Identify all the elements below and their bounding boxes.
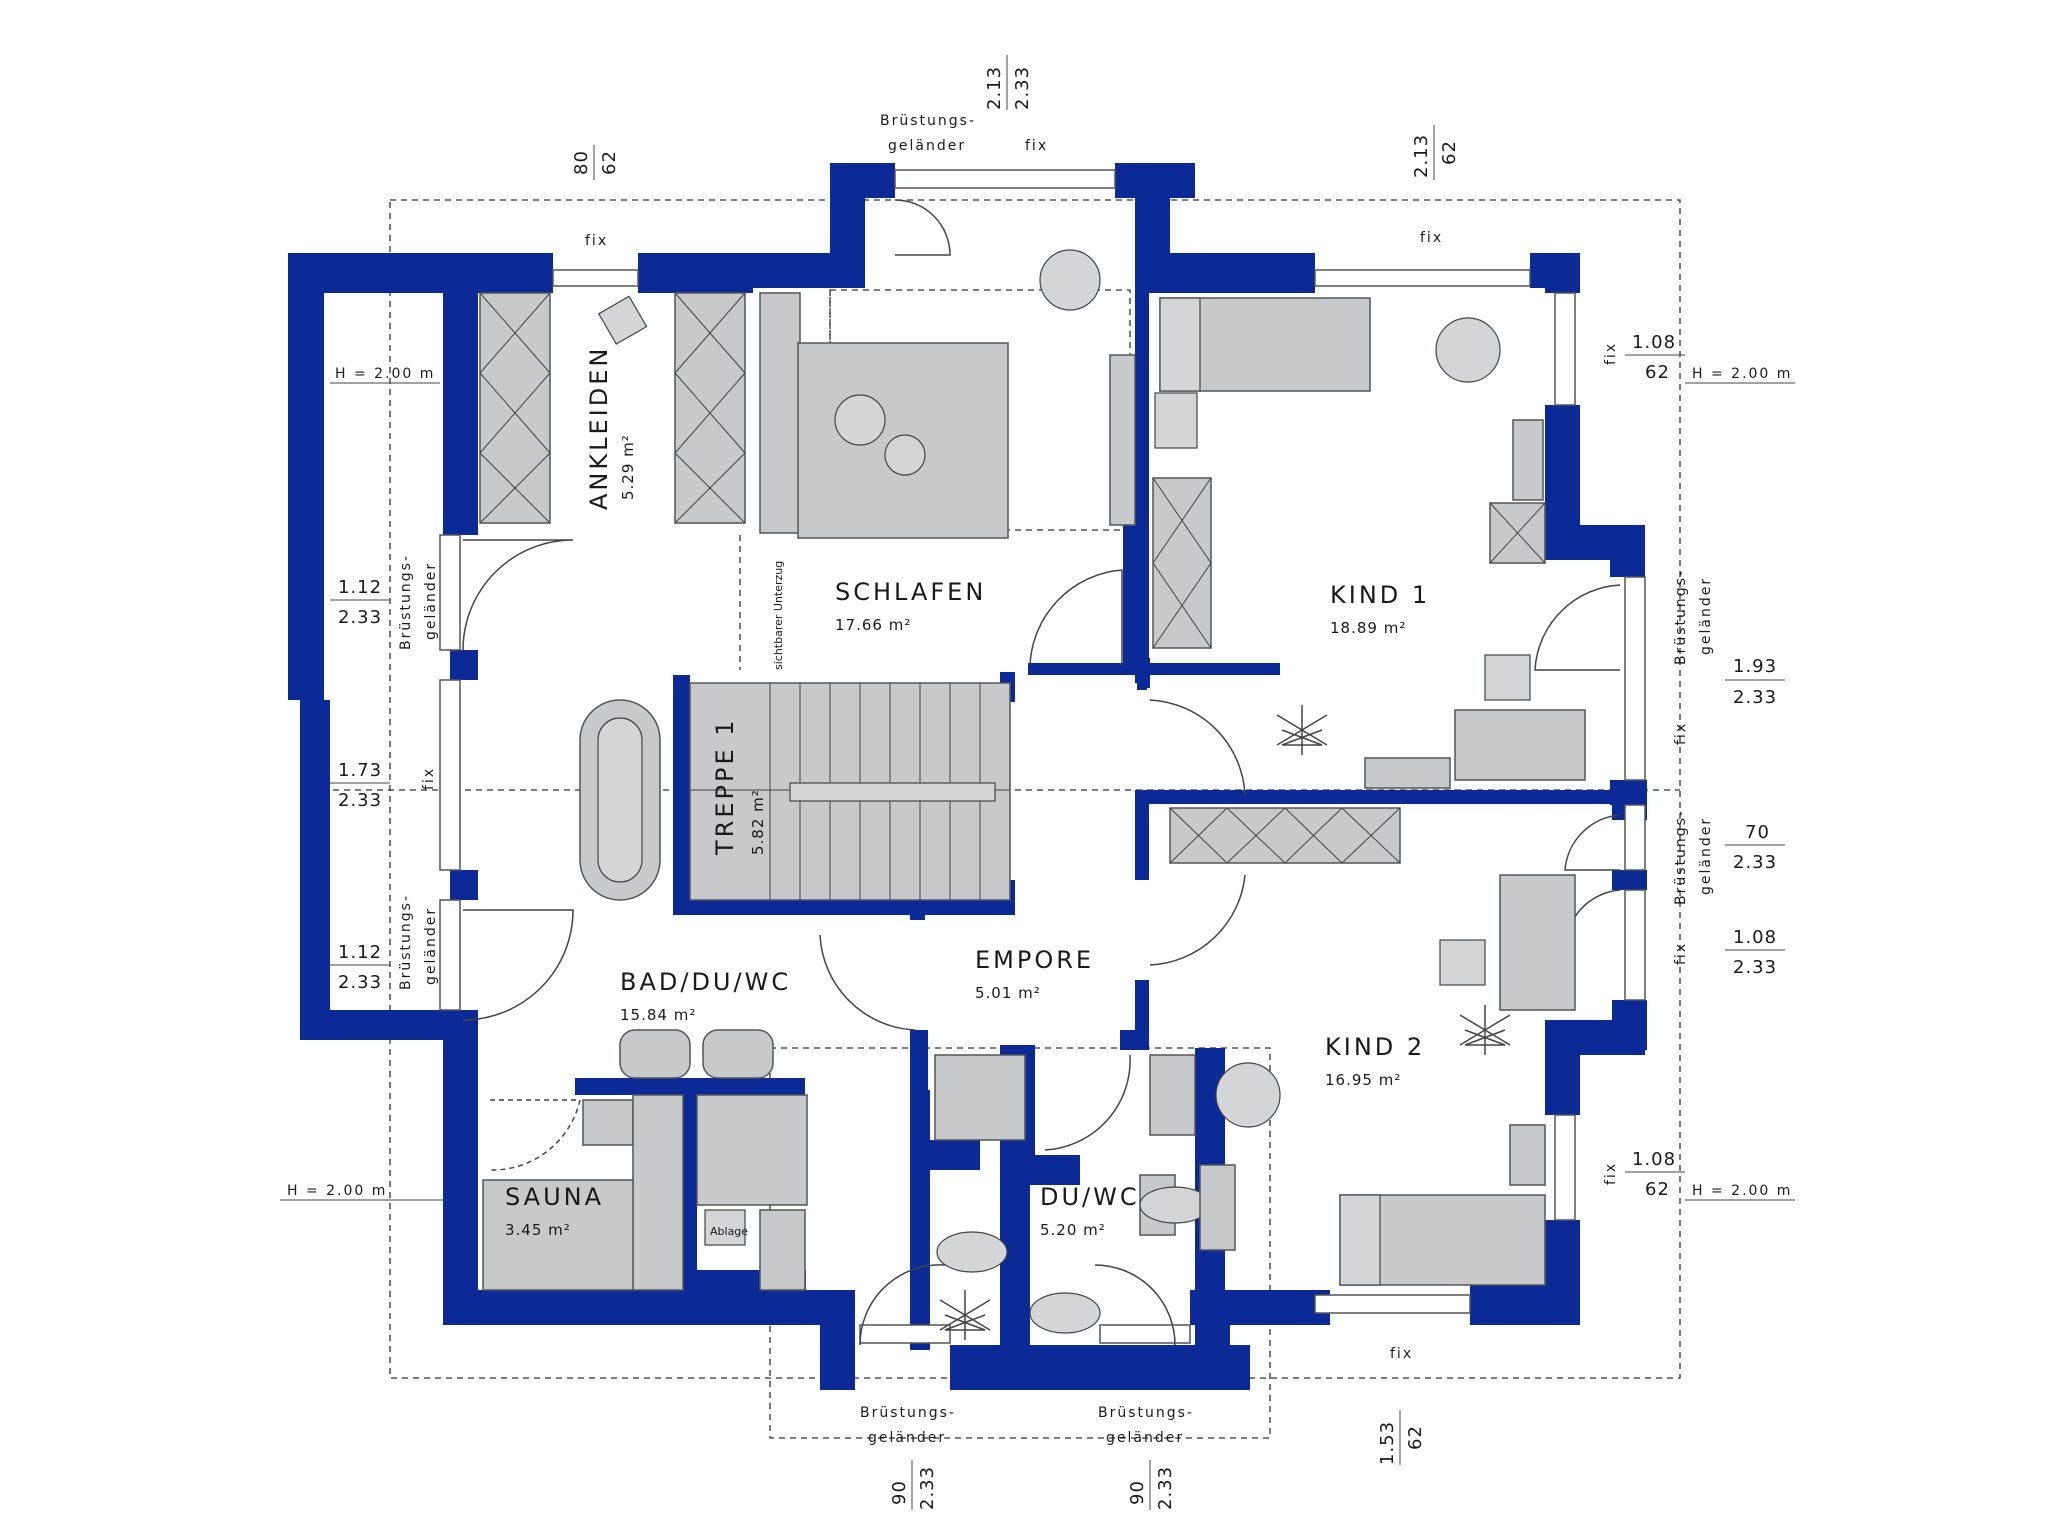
dim-top-left-b: 62 [599, 150, 620, 175]
fix-label: fix [1673, 942, 1689, 965]
room-area-ankleiden: 5.29 m² [619, 434, 637, 500]
walls [288, 163, 1647, 1390]
fix-label: fix [1673, 722, 1689, 745]
height-label: H = 2.00 m [335, 366, 435, 382]
fix-label: fix [1025, 138, 1048, 154]
room-area-schlafen: 17.66 m² [835, 616, 911, 634]
dim-top-center-b: 2.33 [1012, 66, 1033, 110]
dim-top-left-a: 80 [571, 150, 592, 175]
doors [462, 199, 1621, 1346]
fix-label: fix [1603, 342, 1619, 365]
fix-label: fix [1420, 230, 1443, 246]
room-area-treppe: 5.82 m² [749, 789, 767, 855]
dim-right-5-top: 1.08 [1632, 1149, 1676, 1170]
room-area-duwc: 5.20 m² [1040, 1221, 1106, 1239]
room-name-duwc: DU/WC [1040, 1183, 1140, 1211]
bruestung-label: Brüstungs- [1673, 569, 1689, 665]
dim-bottom-1-b: 2.33 [917, 1466, 938, 1510]
room-area-kind2: 16.95 m² [1325, 1071, 1401, 1089]
bruestung-label: Brüstungs- [1098, 1405, 1194, 1421]
bruestung-label: Brüstungs- [398, 554, 414, 650]
fix-label: fix [1603, 1162, 1619, 1185]
unterzug-label: sichtbarer Unterzug [772, 561, 785, 670]
fix-label: fix [1390, 1346, 1413, 1362]
dim-left-1-top: 1.12 [338, 577, 382, 598]
room-area-empore: 5.01 m² [975, 984, 1041, 1002]
room-name-sauna: SAUNA [505, 1183, 604, 1211]
dim-left-3-bottom: 2.33 [338, 972, 382, 993]
dim-top-right-b: 62 [1439, 140, 1460, 165]
dim-bottom-2-b: 2.33 [1155, 1466, 1176, 1510]
room-area-sauna: 3.45 m² [505, 1221, 571, 1239]
dim-right-4-top: 1.08 [1733, 927, 1777, 948]
dim-left-2-bottom: 2.33 [338, 790, 382, 811]
room-area-bad: 15.84 m² [620, 1006, 696, 1024]
dim-right-3-top: 70 [1745, 822, 1770, 843]
dim-bottom-1-a: 90 [889, 1480, 910, 1505]
dim-right-4-bottom: 2.33 [1733, 957, 1777, 978]
dim-bottom-3-a: 1.53 [1377, 1421, 1398, 1465]
room-name-bad: BAD/DU/WC [620, 968, 791, 996]
bruestung-label: geländer [868, 1430, 946, 1446]
height-label: H = 2.00 m [287, 1183, 387, 1199]
bruestung-label: Brüstungs- [880, 113, 976, 129]
room-name-treppe: TREPPE 1 [711, 717, 739, 856]
dimensions: 1.12 2.33 1.73 2.33 1.12 2.33 1.08 62 1.… [330, 55, 1785, 1510]
ablage-label: Ablage [710, 1225, 748, 1238]
bruestung-label: Brüstungs- [1673, 809, 1689, 905]
annotations: fix fix fix fix fix fix fix fix fix Brüs… [280, 113, 1795, 1446]
room-name-ankleiden: ANKLEIDEN [585, 346, 613, 510]
room-name-kind2: KIND 2 [1325, 1033, 1425, 1061]
bruestung-label: Brüstungs- [398, 894, 414, 990]
dim-right-3-bottom: 2.33 [1733, 852, 1777, 873]
dim-left-3-top: 1.12 [338, 942, 382, 963]
dim-bottom-2-a: 90 [1127, 1480, 1148, 1505]
bruestung-label: geländer [888, 138, 966, 154]
fix-label: fix [421, 767, 437, 790]
windows [439, 169, 1646, 1344]
room-labels: ANKLEIDEN 5.29 m² SCHLAFEN 17.66 m² KIND… [505, 346, 1430, 1239]
height-label: H = 2.00 m [1692, 1183, 1792, 1199]
dim-bottom-3-b: 62 [1405, 1425, 1426, 1450]
furniture [479, 249, 1586, 1340]
dim-right-1-top: 1.08 [1632, 332, 1676, 353]
bruestung-label: geländer [1106, 1430, 1184, 1446]
height-label: H = 2.00 m [1692, 366, 1792, 382]
fix-label: fix [585, 233, 608, 249]
bruestung-label: Brüstungs- [860, 1405, 956, 1421]
dim-right-1-bottom: 62 [1645, 362, 1670, 383]
bruestung-label: geländer [1698, 817, 1714, 895]
room-area-kind1: 18.89 m² [1330, 619, 1406, 637]
room-name-empore: EMPORE [975, 946, 1094, 974]
dim-top-center-a: 2.13 [984, 66, 1005, 110]
room-name-schlafen: SCHLAFEN [835, 578, 986, 606]
bruestung-label: geländer [1698, 577, 1714, 655]
bruestung-label: geländer [423, 562, 439, 640]
dim-right-2-top: 1.93 [1733, 656, 1777, 677]
dim-left-2-top: 1.73 [338, 760, 382, 781]
dim-left-1-bottom: 2.33 [338, 607, 382, 628]
dim-right-2-bottom: 2.33 [1733, 687, 1777, 708]
bruestung-label: geländer [423, 907, 439, 985]
dim-right-5-bottom: 62 [1645, 1179, 1670, 1200]
room-name-kind1: KIND 1 [1330, 581, 1430, 609]
dim-top-right-a: 2.13 [1411, 134, 1432, 178]
